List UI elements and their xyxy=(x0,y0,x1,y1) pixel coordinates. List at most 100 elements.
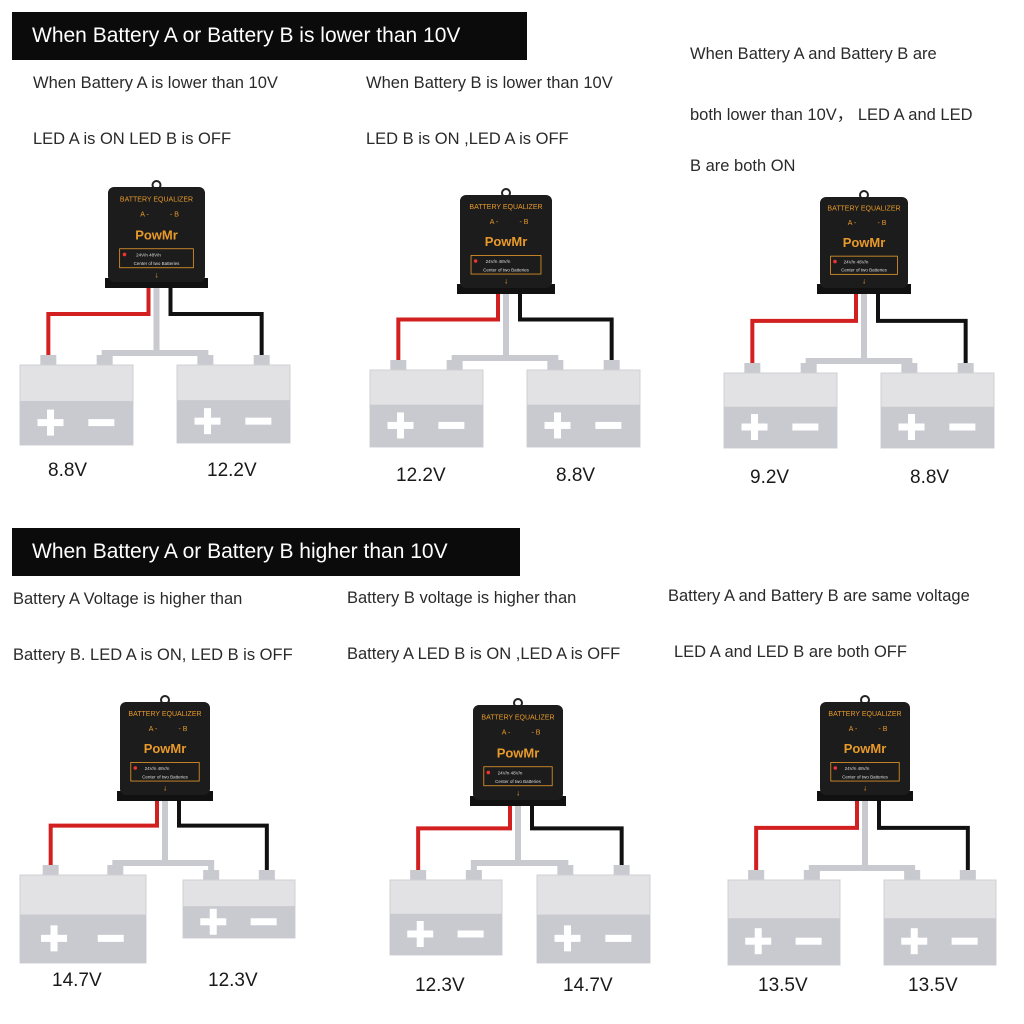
device-title: BATTERY EQUALIZER xyxy=(128,711,201,718)
device-body xyxy=(820,197,908,288)
panel4-line1: Battery A Voltage is higher than xyxy=(13,590,243,608)
device-connector-block xyxy=(817,791,913,801)
led-b-label: - B xyxy=(532,729,541,736)
mode-indicator-icon xyxy=(122,252,127,257)
arrow-down-icon: ↓ xyxy=(504,276,508,285)
device-note: Center of two Batteries xyxy=(142,774,189,779)
minus-icon xyxy=(88,419,115,427)
panel2-voltage-b: 8.8V xyxy=(556,465,596,486)
arrow-down-icon: ↓ xyxy=(516,788,520,797)
battery-lower-band xyxy=(177,400,290,443)
panel1-line2: LED A is ON LED B is OFF xyxy=(33,130,232,148)
battery-terminal-right xyxy=(613,865,630,875)
device-connector-block xyxy=(817,284,911,294)
plus-icon-vertical xyxy=(204,408,212,435)
panel5-line1: Battery B voltage is higher than xyxy=(347,589,577,607)
section-header-low: When Battery A or Battery B is lower tha… xyxy=(12,12,527,60)
positive-wire xyxy=(396,288,500,360)
minus-icon xyxy=(605,934,632,942)
plus-icon-vertical xyxy=(397,412,405,439)
device-note: Center of two Batteries xyxy=(134,261,181,266)
minus-icon xyxy=(792,423,819,431)
panel6-voltage-a: 13.5V xyxy=(758,975,808,996)
positive-wire xyxy=(48,795,159,865)
brand-logo: PowMr xyxy=(135,227,178,242)
negative-wire xyxy=(518,288,614,360)
arrow-down-icon: ↓ xyxy=(163,783,167,792)
panel4-voltage-b: 12.3V xyxy=(208,970,258,991)
panel1-voltage-a: 8.8V xyxy=(48,460,88,481)
battery-lower-band xyxy=(390,913,502,955)
device-info-box xyxy=(119,248,194,269)
device-note: Center of two Batteries xyxy=(842,774,889,779)
led-a-label: A - xyxy=(848,220,857,227)
minus-icon xyxy=(457,930,484,938)
battery-b xyxy=(526,360,641,448)
plus-icon-vertical xyxy=(908,414,916,440)
negative-wire xyxy=(877,795,970,870)
battery-terminal-right xyxy=(253,355,270,365)
center-link-wire xyxy=(808,865,916,871)
center-link-wire xyxy=(101,350,209,356)
battery-terminal-right xyxy=(107,865,124,875)
panel3-line2: both lower than 10V， LED A and LED xyxy=(690,106,973,124)
panel1-line1: When Battery A is lower than 10V xyxy=(33,74,278,92)
led-a-label: A - xyxy=(490,219,499,226)
minus-icon xyxy=(250,918,277,926)
battery-terminal-left xyxy=(744,363,761,373)
minus-icon xyxy=(949,423,976,431)
battery-lower-band xyxy=(724,406,837,448)
battery-terminal-right xyxy=(603,360,620,370)
minus-icon xyxy=(795,937,822,945)
battery-lower-band xyxy=(881,406,994,448)
plus-icon-vertical xyxy=(910,928,918,955)
plus-icon-vertical xyxy=(209,908,217,935)
mode-indicator-icon xyxy=(473,259,478,263)
device-connector-block xyxy=(457,284,555,294)
battery-lower-band xyxy=(728,918,840,965)
negative-wire xyxy=(530,800,624,865)
device-title: BATTERY EQUALIZER xyxy=(469,204,542,211)
negative-wire xyxy=(177,795,269,870)
plus-icon-vertical xyxy=(554,412,562,439)
plus-icon-vertical xyxy=(564,925,572,952)
center-link-wire xyxy=(451,355,559,361)
arrow-down-icon: ↓ xyxy=(155,270,159,279)
device-info-box xyxy=(470,255,542,275)
battery-lower-band xyxy=(884,918,996,965)
arrow-down-icon: ↓ xyxy=(862,276,866,285)
device-title: BATTERY EQUALIZER xyxy=(828,711,901,718)
panel6-line2: LED A and LED B are both OFF xyxy=(674,643,907,661)
panel4-voltage-a: 14.7V xyxy=(52,970,102,991)
panel2-line1: When Battery B is lower than 10V xyxy=(366,74,613,92)
plus-icon-vertical xyxy=(754,928,762,955)
device-body xyxy=(473,705,563,800)
positive-wire xyxy=(416,800,512,870)
device-mode-labels: 24V/n 48V/n xyxy=(498,770,523,775)
brand-logo: PowMr xyxy=(485,234,528,249)
panel4-line2: Battery B. LED A is ON, LED B is OFF xyxy=(13,646,293,664)
led-a-label: A - xyxy=(140,211,149,218)
device-info-box xyxy=(830,762,900,782)
brand-logo: PowMr xyxy=(844,741,887,756)
led-a-label: A - xyxy=(849,726,858,733)
positive-wire xyxy=(46,282,151,355)
brand-logo: PowMr xyxy=(843,235,886,250)
battery-terminal-right xyxy=(96,355,113,365)
device-info-box xyxy=(830,255,898,275)
device-connector-block xyxy=(470,796,566,806)
battery-b xyxy=(536,865,651,964)
device-note: Center of two Batteries xyxy=(483,267,530,272)
led-a-label: A - xyxy=(502,729,511,736)
device-body xyxy=(820,702,910,795)
device-info-box xyxy=(130,762,200,782)
minus-icon xyxy=(595,421,622,429)
device-mode-labels: 24V/n 48V/n xyxy=(136,252,161,257)
device-mode-labels: 24V/n 48V/n xyxy=(844,259,869,264)
battery-b xyxy=(883,870,997,966)
